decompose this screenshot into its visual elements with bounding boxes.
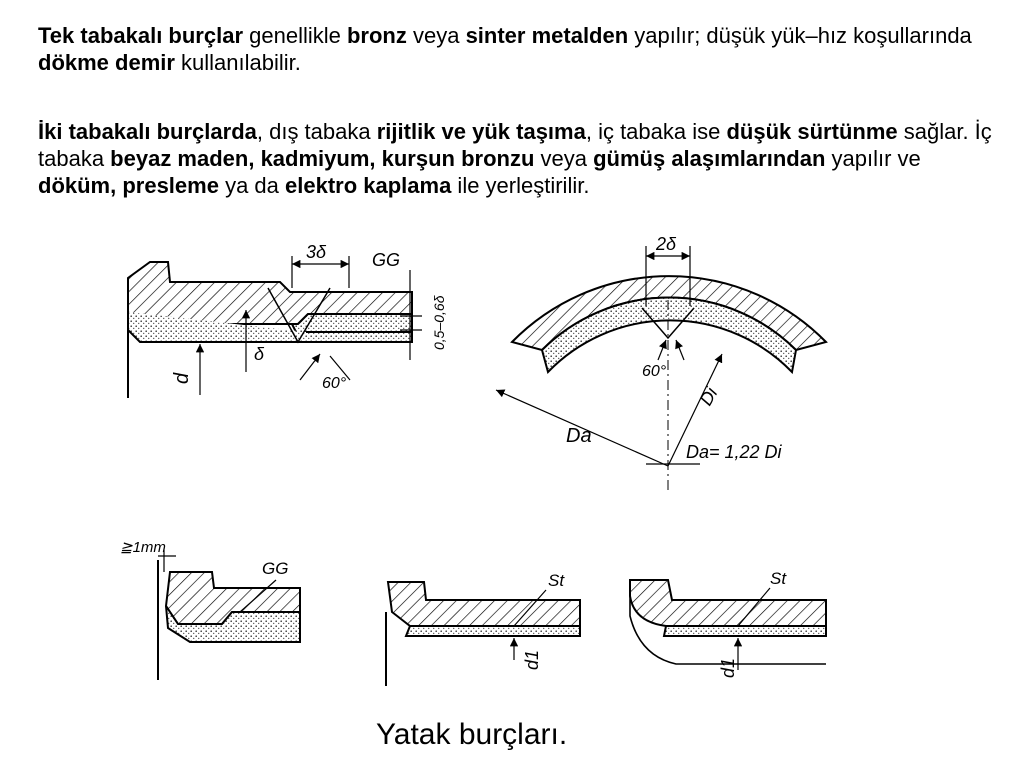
fig1-layer-label: δ xyxy=(254,344,265,364)
fig1-material-label: GG xyxy=(372,250,400,270)
paragraph2-segment: elektro kaplama xyxy=(285,173,452,198)
fig3-material-label: GG xyxy=(262,559,288,578)
paragraph2-segment: rijitlik ve yük taşıma xyxy=(376,119,586,144)
paragraph2-segment: döküm, presleme xyxy=(38,173,219,198)
fig4-material-label: St xyxy=(548,571,565,590)
figure-4-section xyxy=(385,581,581,686)
fig1-thickness-label: 0,5–0,6δ xyxy=(431,295,447,350)
paragraph1-segment: bronz xyxy=(346,23,407,48)
paragraph1-segment: sinter metalden xyxy=(465,23,629,48)
figure-1-section xyxy=(127,256,422,398)
paragraph-single-layer: Tek tabakalı burçlar genellikle bronz ve… xyxy=(38,22,998,76)
figure-3-section xyxy=(157,550,301,680)
paragraph2-segment: İki tabakalı burçlarda xyxy=(38,119,257,144)
fig2-inner-label: Di xyxy=(696,383,722,409)
fig1-diameter-label: d xyxy=(171,372,193,384)
paragraph2-segment: gümüş alaşımlarından xyxy=(593,146,826,171)
paragraph2-segment: , iç tabaka ise xyxy=(585,119,727,144)
figure-5-section xyxy=(629,579,827,670)
paragraph2-segment: ya da xyxy=(218,173,285,198)
fig2-width-label: 2δ xyxy=(655,234,677,254)
fig2-outer-label: Da xyxy=(566,425,592,447)
fig5-diameter-label: d1 xyxy=(718,658,738,678)
fig2-formula-label: Da= 1,22 Di xyxy=(686,442,783,462)
paragraph1-segment: veya xyxy=(406,23,466,48)
paragraph2-segment: yapılır ve xyxy=(825,146,921,171)
paragraph1-segment: kullanılabilir. xyxy=(174,50,301,75)
paragraph2-segment: beyaz maden, kadmiyum, kurşun bronzu xyxy=(110,146,535,171)
paragraph1-segment: dökme demir xyxy=(38,50,175,75)
figure-caption: Yatak burçları. xyxy=(376,718,568,751)
paragraph1-segment: Tek tabakalı burçlar xyxy=(38,23,244,48)
paragraph1-segment: yapılır; düşük yük–hız koşullarında xyxy=(628,23,972,48)
fig2-angle-label: 60° xyxy=(642,363,667,380)
paragraph-two-layer: İki tabakalı burçlarda, dış tabaka rijit… xyxy=(38,118,998,199)
fig3-gap-label: ≧1mm xyxy=(120,539,166,556)
paragraph1-segment: genellikle xyxy=(243,23,347,48)
paragraph2-segment: ile yerleştirilir. xyxy=(451,173,590,198)
fig1-width-label: 3δ xyxy=(306,242,327,262)
figure-2-section xyxy=(495,246,828,490)
fig1-angle-label: 60° xyxy=(322,375,347,392)
paragraph2-segment: , dış tabaka xyxy=(256,119,377,144)
paragraph2-segment: veya xyxy=(534,146,594,171)
paragraph2-segment: sağlar. İç tabaka xyxy=(38,119,992,171)
paragraph2-segment: düşük sürtünme xyxy=(726,119,898,144)
fig5-material-label: St xyxy=(770,569,787,588)
fig4-diameter-label: d1 xyxy=(522,650,542,670)
